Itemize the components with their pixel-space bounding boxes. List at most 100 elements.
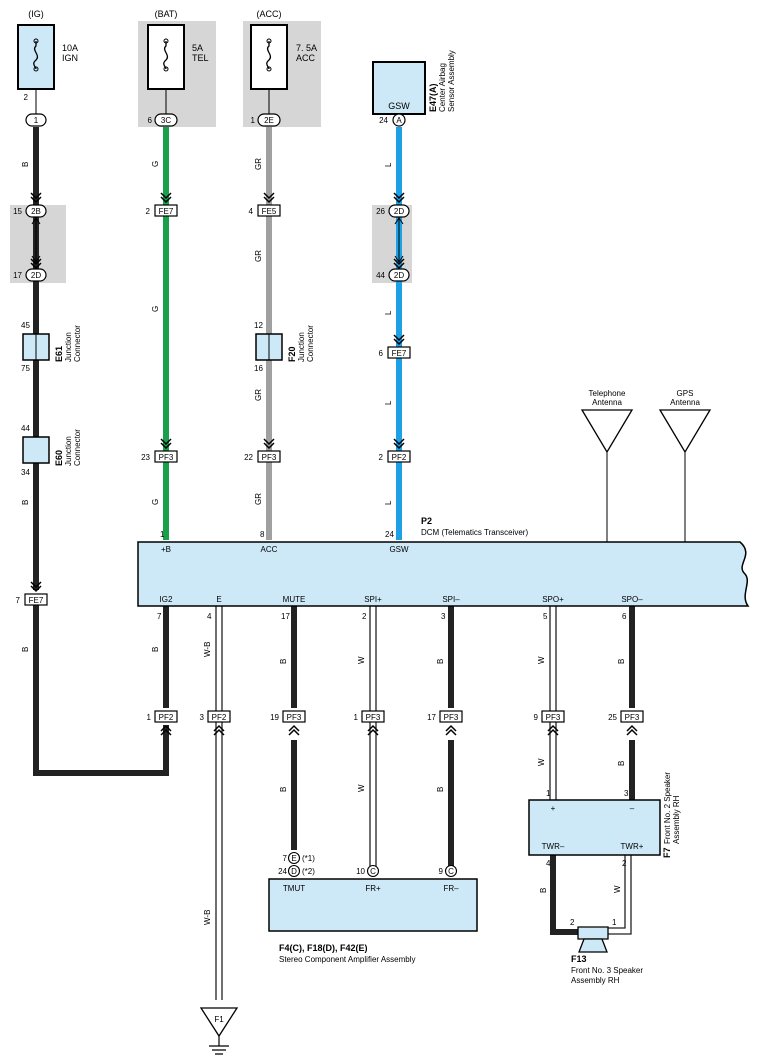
svg-text:F13: F13: [571, 954, 587, 964]
acc-label: (ACC): [257, 9, 282, 19]
svg-text:2D: 2D: [394, 207, 404, 216]
svg-text:10: 10: [356, 867, 365, 876]
svg-text:SPO–: SPO–: [621, 595, 643, 604]
svg-text:6: 6: [148, 116, 153, 125]
front-no3-speaker: 2 1 F13 Front No. 3 Speaker Assembly RH: [570, 918, 643, 985]
ig-wire-return: [33, 605, 169, 776]
svg-text:Telephone: Telephone: [589, 389, 626, 398]
pf3-green-connector: PF3 23: [141, 438, 178, 463]
e61-junction-connector: 45 75 E61 Junction Connector: [21, 321, 82, 373]
bat-fuse-rating: 5A: [192, 43, 203, 53]
svg-text:FR+: FR+: [365, 884, 381, 893]
svg-text:W: W: [357, 656, 366, 664]
svg-text:B: B: [21, 500, 30, 505]
svg-text:17: 17: [427, 713, 436, 722]
svg-text:PF3: PF3: [159, 453, 174, 462]
svg-text:PF2: PF2: [212, 713, 227, 722]
svg-text:B: B: [21, 647, 30, 652]
svg-text:16: 16: [254, 364, 263, 373]
svg-text:FE7: FE7: [159, 207, 174, 216]
acc-source-connector: 2E 1: [251, 113, 281, 127]
svg-text:17: 17: [13, 271, 22, 280]
svg-text:4: 4: [249, 207, 254, 216]
svg-text:(*1): (*1): [302, 854, 315, 863]
svg-text:1: 1: [546, 789, 551, 798]
svg-text:W: W: [613, 885, 622, 893]
svg-text:FR–: FR–: [443, 884, 459, 893]
svg-text:FE7: FE7: [392, 349, 407, 358]
wire-color-labels: B B B G G G GR GR GR GR L L L L B W-B W-…: [21, 158, 626, 925]
svg-text:L: L: [384, 400, 393, 405]
pf2-blue-connector: PF2 2: [379, 438, 411, 463]
bat-source-connector: 3C 6: [148, 113, 178, 127]
airbag-gsw-label: GSW: [388, 101, 410, 111]
gps-antenna: GPS Antenna: [658, 389, 712, 542]
svg-text:TWR–: TWR–: [542, 842, 565, 851]
svg-text:2: 2: [362, 612, 367, 621]
svg-text:2: 2: [146, 207, 151, 216]
svg-text:PF3: PF3: [262, 453, 277, 462]
spo-plus-wire: [549, 606, 557, 800]
fe7-ig-connector: FE7 7: [16, 581, 48, 606]
svg-text:1: 1: [251, 116, 256, 125]
svg-text:E60: E60: [54, 450, 64, 466]
svg-text:F20: F20: [287, 346, 297, 362]
svg-text:3: 3: [441, 612, 446, 621]
f20-junction-connector: 12 16 F20 Junction Connector: [254, 321, 315, 373]
svg-text:E: E: [216, 595, 221, 604]
telephone-antenna: Telephone Antenna: [580, 389, 634, 542]
svg-text:PF3: PF3: [287, 713, 302, 722]
pf3-gray-connector: PF3 22: [244, 438, 281, 463]
svg-text:24: 24: [385, 530, 394, 539]
ig-junction-2b-2d: 2B 15 2D 17: [13, 192, 47, 282]
ig-fuse-rating: 10A: [62, 43, 78, 53]
svg-text:G: G: [151, 161, 160, 167]
svg-text:TMUT: TMUT: [283, 884, 305, 893]
svg-text:45: 45: [21, 321, 30, 330]
airbag-sensor-box: [372, 61, 426, 118]
svg-text:ACC: ACC: [261, 545, 278, 554]
svg-text:E47(A): E47(A): [428, 83, 438, 112]
svg-text:B: B: [279, 659, 288, 664]
svg-text:IG2: IG2: [160, 595, 173, 604]
svg-text:GR: GR: [254, 250, 263, 262]
e60-junction-connector: 44 34 E60 Junction Connector: [21, 424, 82, 477]
svg-text:–: –: [630, 804, 635, 813]
svg-text:B: B: [436, 659, 445, 664]
svg-text:(*2): (*2): [302, 867, 315, 876]
svg-text:19: 19: [270, 713, 279, 722]
svg-text:9: 9: [534, 713, 539, 722]
svg-text:G: G: [151, 306, 160, 312]
svg-text:Front No. 2 Speaker: Front No. 2 Speaker: [663, 772, 672, 844]
svg-text:15: 15: [13, 207, 22, 216]
svg-text:C: C: [370, 867, 376, 876]
svg-text:FE7: FE7: [29, 596, 44, 605]
svg-text:PF3: PF3: [366, 713, 381, 722]
svg-text:4: 4: [207, 612, 212, 621]
svg-text:PF3: PF3: [625, 713, 640, 722]
stereo-amplifier: E 7 (*1) D 24 (*2) C 10 C 9 TMUT FR+ FR–…: [268, 851, 478, 964]
svg-text:TWR+: TWR+: [621, 842, 644, 851]
svg-text:B: B: [279, 787, 288, 792]
svg-text:FE5: FE5: [262, 207, 277, 216]
svg-text:Stereo Component Amplifier Ass: Stereo Component Amplifier Assembly: [279, 955, 416, 964]
svg-text:3: 3: [200, 713, 205, 722]
ig-fuse: [17, 24, 55, 115]
svg-text:23: 23: [141, 453, 150, 462]
svg-text:2: 2: [24, 93, 29, 102]
svg-text:W-B: W-B: [203, 910, 212, 925]
dcm-bottom-pins: IG2 7 E 4 MUTE 17 SPI+ 2 SPI– 3 SPO+ 5 S…: [157, 595, 643, 621]
dcm-top-pins: 1 +B 8 ACC 24 GSW: [160, 530, 409, 554]
svg-text:L: L: [384, 162, 393, 167]
svg-text:PF2: PF2: [159, 713, 174, 722]
fe5-connector: FE5 4: [249, 192, 281, 217]
bat-fuse: [147, 24, 185, 115]
bat-label: (BAT): [155, 9, 178, 19]
svg-text:GR: GR: [254, 389, 263, 401]
svg-text:W: W: [537, 656, 546, 664]
svg-text:GPS: GPS: [677, 389, 694, 398]
svg-text:24: 24: [278, 867, 287, 876]
svg-text:GR: GR: [254, 158, 263, 170]
svg-text:1: 1: [354, 713, 359, 722]
